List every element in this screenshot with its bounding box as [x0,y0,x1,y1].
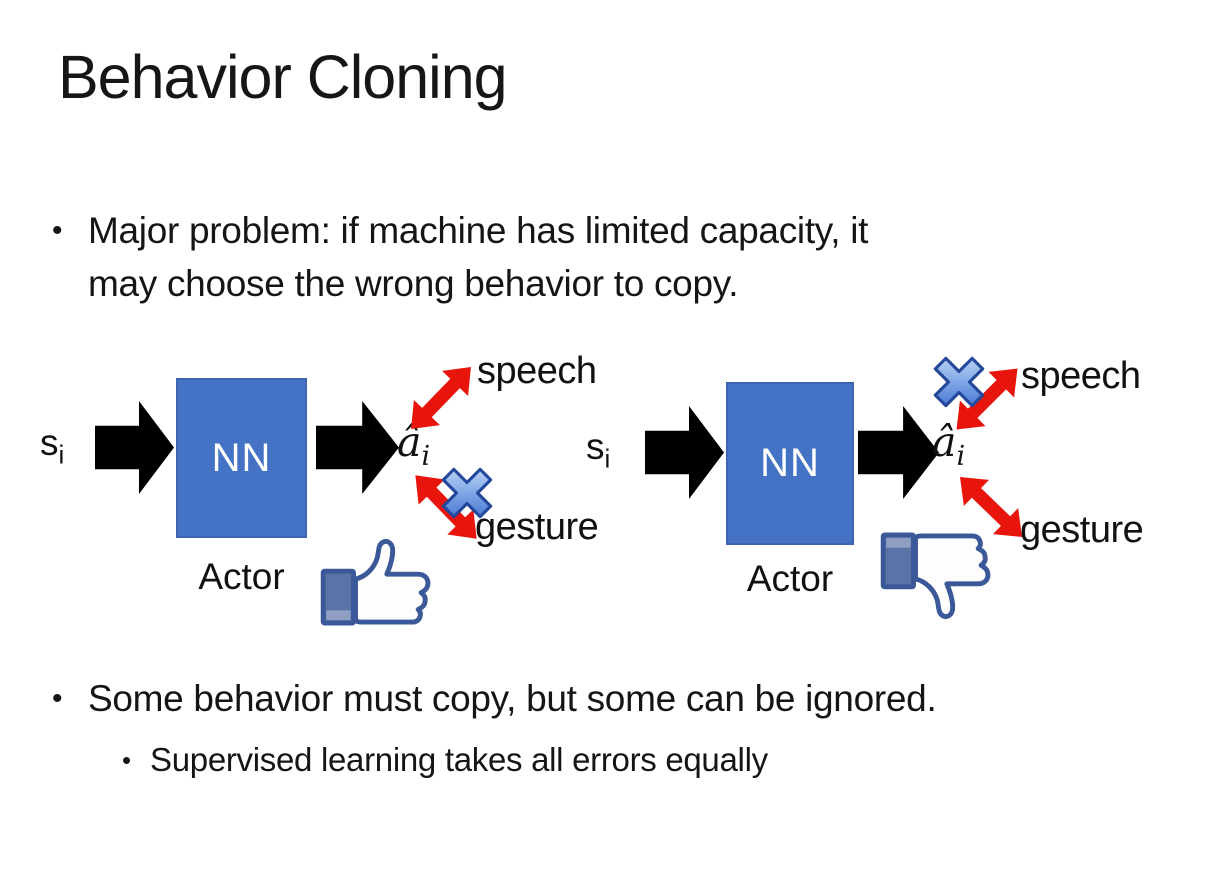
speech-label: speech [1021,355,1141,397]
bullet-text: Supervised learning takes all errors equ… [150,741,768,778]
bullet-text: Major problem: if machine has limited ca… [88,204,868,310]
bullet-line-1: Major problem: if machine has limited ca… [88,210,869,251]
actor-caption: Actor [746,558,834,599]
double-arrow-icon [411,366,471,430]
output-action-label: âi [932,418,966,473]
bullet-text: Some behavior must copy, but some can be… [88,678,937,719]
nn-box: NN [726,382,854,545]
thumbs-up-icon [318,534,440,627]
nn-box: NN [176,378,307,538]
speech-label: speech [477,350,597,392]
input-state-label: si [586,426,611,474]
bullet-line-2: may choose the wrong behavior to copy. [88,263,739,304]
nn-label: NN [211,435,272,480]
gesture-label: gesture [1020,509,1144,551]
double-arrow-icon [959,477,1023,537]
right-block-arrow-icon [645,405,724,500]
bullet-marker: • [122,745,132,775]
double-arrow-icon [956,368,1018,430]
bullet-supervised-learning: • Supervised learning takes all errors e… [122,737,768,783]
bullet-marker: • [52,214,63,247]
bullet-major-problem: • Major problem: if machine has limited … [52,204,868,310]
right-block-arrow-icon [95,400,174,495]
cross-icon [933,356,985,408]
nn-label: NN [760,441,820,485]
bullet-some-behavior: • Some behavior must copy, but some can … [52,674,937,724]
page-title: Behavior Cloning [58,43,508,111]
thumbs-down-icon [878,531,1000,624]
actor-caption: Actor [198,556,285,597]
input-state-label: si [40,422,65,470]
right-block-arrow-icon [316,400,399,495]
bullet-marker: • [52,682,63,715]
gesture-label: gesture [475,506,599,548]
cross-icon [441,467,493,519]
right-block-arrow-icon [858,405,939,500]
